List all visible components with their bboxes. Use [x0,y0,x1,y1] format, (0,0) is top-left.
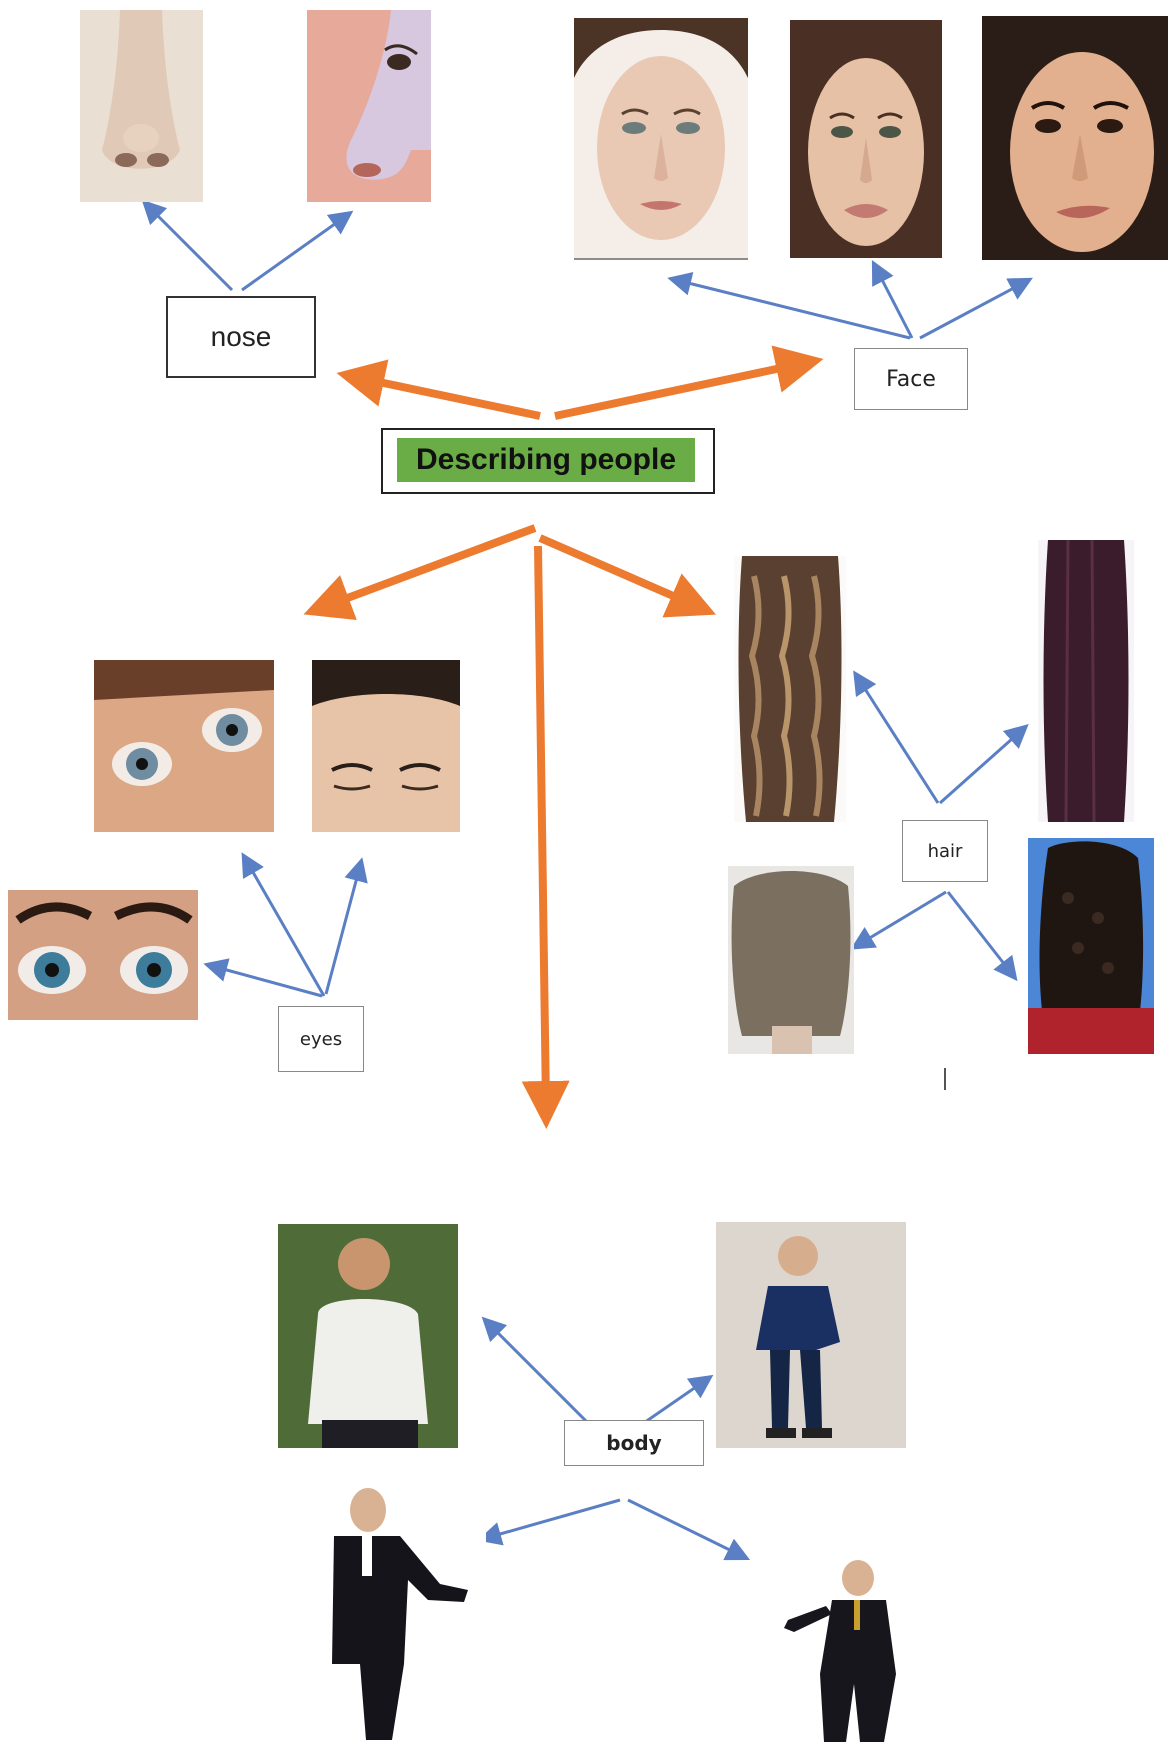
face-arrow-mid [871,259,914,339]
hair-photo-curly [1028,838,1154,1054]
nose-front-photo [80,10,203,202]
category-nose: nose [166,296,316,378]
face-label: Face [886,366,936,392]
eyes-photo-1 [94,660,274,832]
category-face: Face [854,348,968,410]
eyes-arrow-right [324,857,368,995]
nose-label: nose [210,321,272,352]
eyes-label: eyes [299,1028,343,1050]
eyes-arrow-left [241,852,326,997]
eyes-photo-2 [312,660,460,832]
category-body: body [564,1420,704,1466]
body-photo-heavy-man [278,1224,458,1448]
face-photo-1 [574,18,748,258]
main-arrow-to-hair [538,534,717,618]
body-arrow-bottom-left [477,1498,621,1546]
category-hair: hair [902,820,988,882]
hair-photo-straight [1038,540,1134,822]
central-topic-box: Describing people [381,428,715,494]
face-arrow-right [919,277,1033,340]
eyes-photo-3 [8,890,198,1020]
main-arrow-to-nose [336,359,541,420]
hair-photo-short [728,866,854,1054]
eyes-arrow-far-left [203,958,323,998]
hair-arrow-top-left [853,670,940,804]
face-photo-3 [982,16,1168,260]
body-photo-slim-man [716,1222,906,1448]
nose-side-photo [307,10,431,202]
main-arrow-to-eyes [303,524,537,621]
hair-arrow-bottom-right [946,891,1018,982]
hair-arrow-bottom-left [850,890,947,950]
main-arrow-to-body [521,545,570,1129]
central-topic-title: Describing people [397,438,695,482]
category-eyes: eyes [278,1006,364,1072]
face-photo-2 [790,20,942,258]
body-label: body [606,1431,662,1455]
face-arrow-left [667,271,911,340]
hair-photo-wavy [734,556,846,822]
nose-arrow-right [241,210,354,292]
nose-arrow-left [141,199,234,292]
hair-arrow-top-right [939,724,1029,805]
body-photo-short-man [774,1554,938,1747]
main-arrow-to-face [554,345,824,420]
body-arrow-bottom-right [627,1498,751,1561]
body-photo-tall-man [300,1484,486,1747]
hair-label: hair [927,840,963,862]
